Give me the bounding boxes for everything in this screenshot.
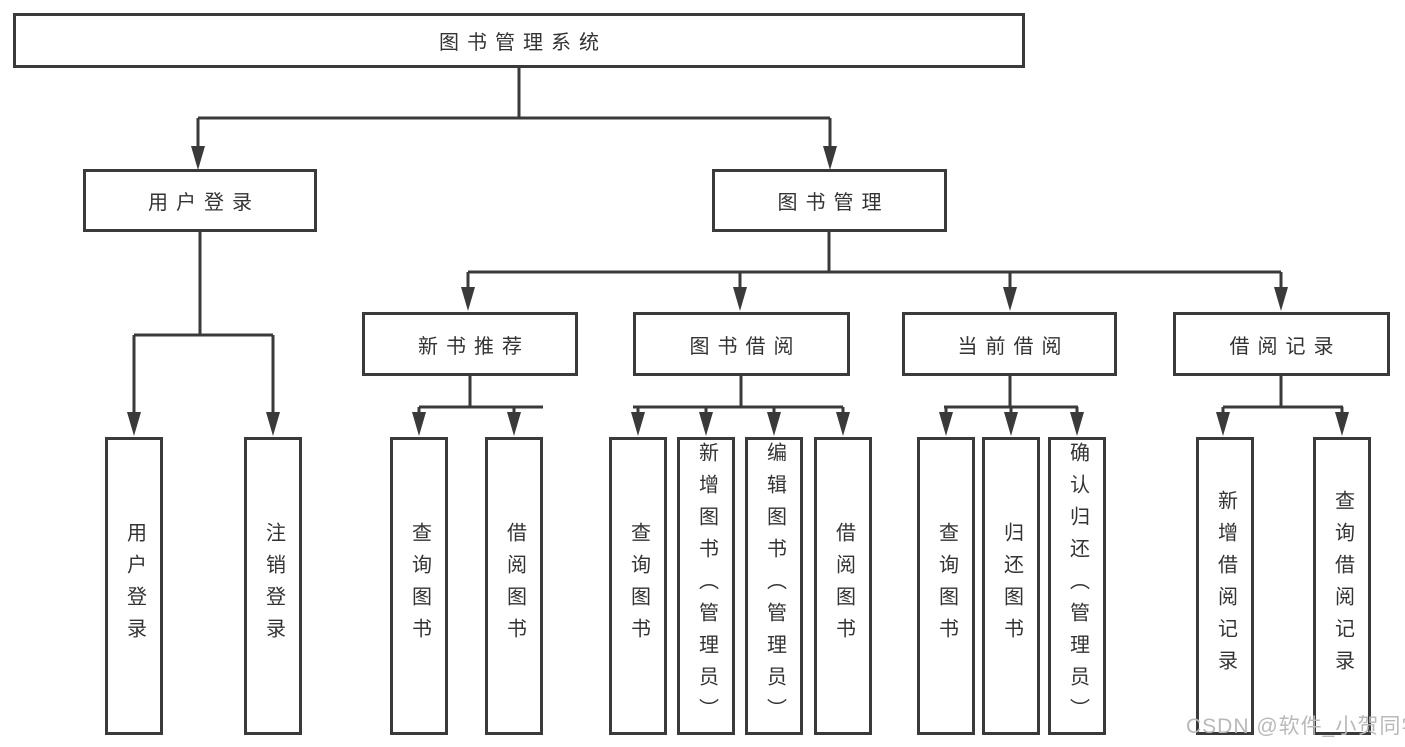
- node-label: 归还图书: [1000, 522, 1023, 650]
- node-label: 新增图书（管理员）: [695, 442, 718, 730]
- node-library-management-system: 图书管理系统: [13, 13, 1025, 68]
- node-label: 图书管理: [777, 192, 890, 214]
- leaf-confirm-return-admin: 确认归还（管理员）: [1048, 437, 1106, 735]
- node-label: 编辑图书（管理员）: [763, 442, 786, 730]
- node-new-book-recommendation: 新书推荐: [362, 312, 578, 376]
- node-label: 用户登录: [123, 522, 146, 650]
- leaf-query-books-borrow: 查询图书: [609, 437, 667, 735]
- node-book-management: 图书管理: [712, 169, 947, 232]
- leaf-add-borrow-record: 新增借阅记录: [1196, 437, 1254, 735]
- node-label: 借阅记录: [1229, 335, 1342, 358]
- leaf-borrow-books-recommend: 借阅图书: [485, 437, 543, 735]
- connector-book-management: [461, 232, 1288, 311]
- node-user-login: 用户登录: [83, 169, 317, 232]
- node-label: 图书管理系统: [439, 32, 607, 54]
- connector-borrowing-records: [1216, 376, 1349, 436]
- leaf-edit-book-admin: 编辑图书（管理员）: [745, 437, 803, 735]
- node-label: 用户登录: [148, 192, 260, 214]
- leaf-borrow-books-borrow: 借阅图书: [814, 437, 872, 735]
- leaf-return-books: 归还图书: [982, 437, 1040, 735]
- node-label: 查询图书: [935, 522, 958, 650]
- node-book-borrowing: 图书借阅: [633, 312, 850, 376]
- node-label: 借阅图书: [832, 522, 855, 650]
- node-label: 新增借阅记录: [1214, 490, 1237, 682]
- leaf-query-books-recommend: 查询图书: [390, 437, 448, 735]
- connector-book-borrowing: [631, 376, 850, 436]
- node-current-borrowing: 当前借阅: [902, 312, 1117, 376]
- leaf-user-login: 用户登录: [105, 437, 163, 735]
- node-label: 查询借阅记录: [1331, 490, 1354, 682]
- connector-new-book-recommendation: [412, 376, 543, 436]
- connector-user-login: [127, 232, 280, 436]
- watermark: CSDN @软件_小贺同学: [1186, 715, 1405, 738]
- node-label: 确认归还（管理员）: [1066, 442, 1089, 730]
- node-borrowing-records: 借阅记录: [1173, 312, 1390, 376]
- node-label: 借阅图书: [503, 522, 526, 650]
- leaf-logout: 注销登录: [244, 437, 302, 735]
- node-label: 当前借阅: [957, 335, 1070, 358]
- leaf-add-book-admin: 新增图书（管理员）: [677, 437, 735, 735]
- leaf-query-books-current: 查询图书: [917, 437, 975, 735]
- node-label: 查询图书: [627, 522, 650, 650]
- connector-current-borrowing: [939, 376, 1084, 436]
- connector-root: [191, 68, 837, 170]
- node-label: 注销登录: [262, 522, 285, 650]
- node-label: 查询图书: [408, 522, 431, 650]
- node-label: 图书借阅: [689, 335, 802, 358]
- node-label: 新书推荐: [418, 335, 530, 358]
- leaf-query-borrow-record: 查询借阅记录: [1313, 437, 1371, 735]
